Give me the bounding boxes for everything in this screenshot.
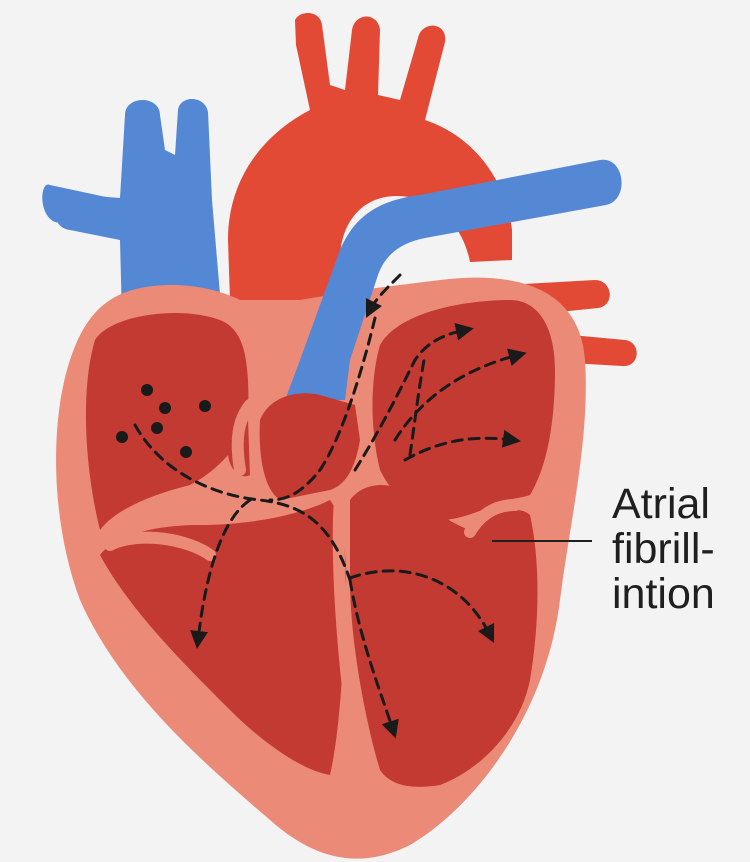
left-atrium [373, 300, 556, 520]
superior-vena-cava [42, 99, 222, 318]
annotation-line-3: intion [612, 572, 750, 617]
annotation-label: Atrial fibrill- intion [612, 482, 750, 617]
annotation-line-1: Atrial [612, 482, 750, 527]
annotation-line-2: fibrill- [612, 527, 750, 572]
